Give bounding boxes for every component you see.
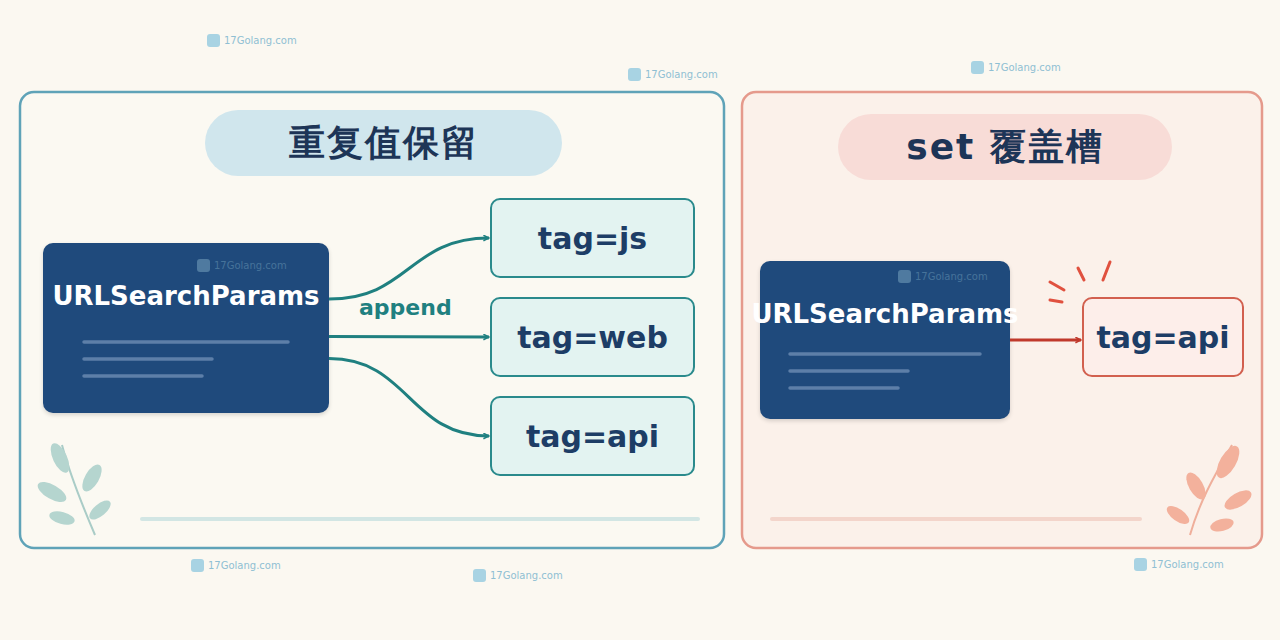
watermark: 17Golang.com <box>628 68 718 81</box>
arrow-connector <box>329 238 489 299</box>
leaf-sprig <box>35 441 114 535</box>
box-text: tag=api <box>526 419 659 454</box>
text-lines <box>84 342 980 388</box>
arrow-connector <box>329 359 489 436</box>
watermark: 17Golang.com <box>971 61 1061 74</box>
param-box: tag=api <box>1082 297 1244 377</box>
box-text: URLSearchParams <box>751 299 1018 329</box>
param-box: tag=web <box>490 297 695 377</box>
left-panel <box>20 92 724 548</box>
title-pill: 重复值保留 <box>205 110 562 176</box>
box-text: tag=js <box>538 221 647 256</box>
box-text: tag=web <box>517 320 668 355</box>
param-box: tag=js <box>490 198 695 278</box>
divider-line <box>772 517 1140 521</box>
param-box: tag=api <box>490 396 695 476</box>
box-text: URLSearchParams <box>52 281 319 311</box>
impact-burst <box>1050 262 1110 302</box>
watermark: 17Golang.com <box>1134 558 1224 571</box>
watermark: 17Golang.com <box>473 569 563 582</box>
divider-line <box>142 517 698 521</box>
leaf-sprig <box>1164 442 1255 535</box>
watermark: 17Golang.com <box>191 559 281 572</box>
arrow-connector <box>1010 339 1081 342</box>
edge-label: append <box>359 295 452 320</box>
watermark: 17Golang.com <box>898 270 988 283</box>
title-pill: set 覆盖槽 <box>838 114 1172 180</box>
box-text: 重复值保留 <box>289 119 479 168</box>
box-text: set 覆盖槽 <box>906 123 1104 172</box>
arrow-connector <box>329 335 489 339</box>
object-box: URLSearchParams <box>760 261 1010 419</box>
box-text: tag=api <box>1096 320 1229 355</box>
watermark: 17Golang.com <box>207 34 297 47</box>
watermark: 17Golang.com <box>197 259 287 272</box>
right-panel <box>742 92 1262 548</box>
